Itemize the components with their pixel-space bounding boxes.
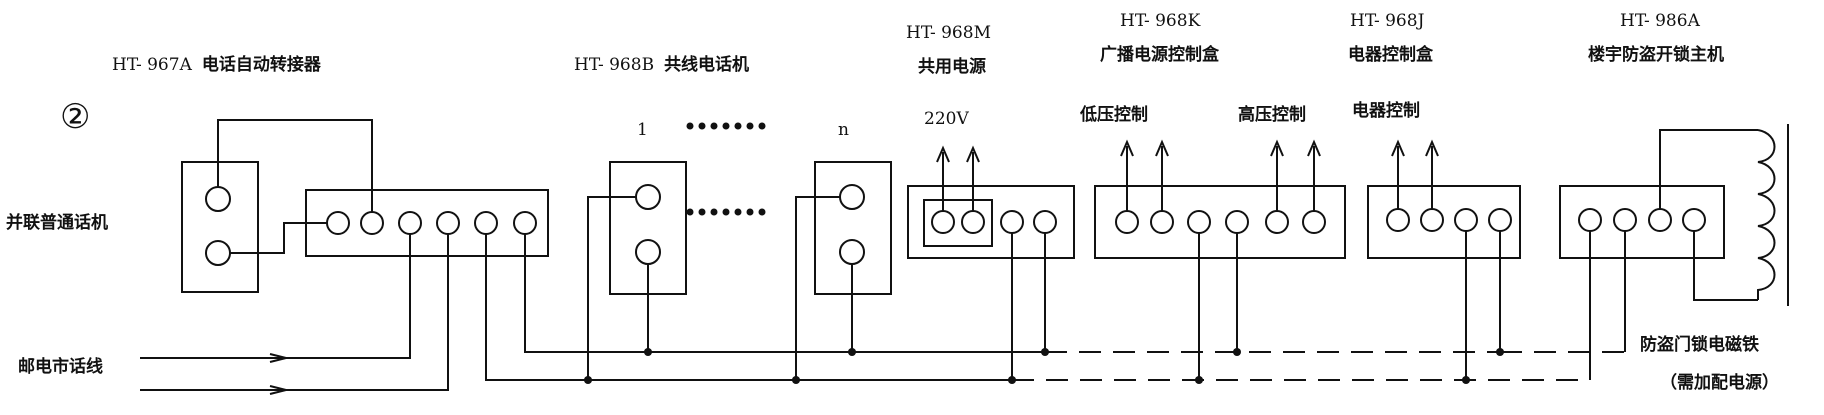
wire-telecom-1: [140, 234, 411, 359]
diagram-number: ②: [60, 97, 90, 137]
parallel-phone-terminal-1: [205, 186, 231, 212]
device-986a-terminals: [1578, 208, 1706, 232]
device-967a-model: HT- 967A: [112, 55, 193, 75]
device-968k-terminals: [1115, 210, 1326, 234]
door-lock-coil-icon: [1757, 129, 1776, 300]
wire-phone-n-top: [795, 196, 840, 380]
phone-index-first: 1: [637, 120, 648, 140]
device-968k-model: HT- 968K: [1120, 11, 1201, 31]
arrow-appl-2: [1425, 139, 1439, 157]
device-986a-box: [1559, 185, 1725, 259]
bus-line-a: [524, 234, 1045, 353]
device-968b-label: HT- 968B 共线电话机: [574, 54, 749, 75]
wire-phone-1-top: [587, 196, 636, 380]
arrow-low-1: [1120, 139, 1134, 157]
wire-parallel-bottom: [230, 222, 327, 254]
door-lock-label: 防盗门锁电磁铁: [1640, 334, 1759, 355]
ellipsis-dots-top: [686, 122, 766, 130]
device-968k-box: [1094, 185, 1346, 259]
voltage-label: 220V: [924, 109, 969, 129]
device-968j-terminals: [1386, 208, 1512, 232]
device-968m-name: 共用电源: [918, 56, 986, 77]
arrow-telecom-2: [269, 385, 287, 395]
device-968b-model: HT- 968B: [574, 55, 654, 75]
device-967a-terminals: [326, 211, 537, 235]
extra-power-label: （需加配电源）: [1660, 372, 1779, 393]
high-voltage-label: 高压控制: [1238, 104, 1306, 125]
device-968b-name: 共线电话机: [664, 54, 749, 75]
telecom-line-label: 邮电市话线: [18, 356, 103, 377]
device-968m-terminals: [931, 210, 1057, 234]
phone-n-terminal-2: [839, 239, 865, 265]
parallel-phone-terminal-2: [205, 240, 231, 266]
low-voltage-label: 低压控制: [1079, 104, 1148, 125]
arrow-high-2: [1307, 139, 1321, 157]
parallel-phone-label: 并联普通话机: [6, 212, 108, 233]
arrow-220v-1: [936, 145, 950, 163]
device-968k-name: 广播电源控制盒: [1100, 44, 1220, 65]
device-968j-name: 电器控制盒: [1348, 44, 1434, 65]
arrow-220v-2: [966, 145, 980, 163]
device-968m-box: [907, 185, 1075, 259]
junction-dots: [584, 348, 1504, 384]
device-986a-model: HT- 986A: [1620, 11, 1701, 31]
wire-telecom-2: [140, 234, 449, 391]
phone-n-terminal-1: [839, 184, 865, 210]
arrow-telecom-1: [269, 353, 287, 363]
wire-986a-coil-top: [1659, 129, 1758, 209]
bus-line-b: [485, 234, 1012, 381]
parallel-phone-box: [181, 161, 259, 293]
device-968m-ac-box: [923, 199, 993, 247]
phone-1-terminal-1: [635, 184, 661, 210]
arrow-high-1: [1270, 139, 1284, 157]
arrow-low-2: [1155, 139, 1169, 157]
ellipsis-dots-middle: [686, 208, 766, 216]
device-968j-model: HT- 968J: [1350, 11, 1425, 31]
device-968m-model: HT- 968M: [906, 23, 991, 43]
appliance-control-label: 电器控制: [1352, 100, 1420, 121]
phone-index-last: n: [838, 120, 849, 140]
wire-parallel-top: [217, 119, 373, 212]
device-968j-box: [1367, 185, 1521, 259]
phone-1-terminal-2: [635, 239, 661, 265]
wire-986a-coil-bottom: [1693, 231, 1758, 301]
arrow-appl-1: [1391, 139, 1405, 157]
device-967a-name: 电话自动转接器: [202, 54, 322, 75]
device-967a-label: HT- 967A 电话自动转接器: [112, 54, 322, 75]
device-986a-name: 楼宇防盗开锁主机: [1588, 44, 1724, 65]
